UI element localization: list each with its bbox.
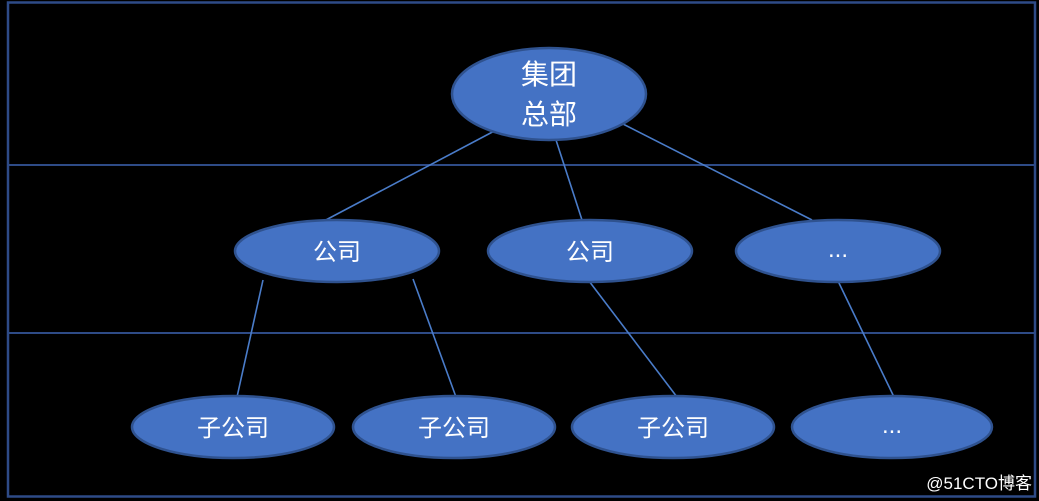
node-group-subsidiary-1: 子公司 bbox=[130, 394, 336, 460]
company-1-ellipse bbox=[233, 218, 441, 284]
headquarters-label-line1: 集团 bbox=[521, 59, 577, 90]
connector-layer bbox=[236, 122, 895, 398]
subsidiary-more-ellipse bbox=[790, 394, 994, 460]
node-group-company-more: ... bbox=[734, 218, 942, 284]
headquarters-label-line2: 总部 bbox=[521, 99, 577, 130]
headquarters-ellipse bbox=[450, 46, 648, 142]
company-more-label: ... bbox=[828, 236, 848, 263]
subsidiary-more-label: ... bbox=[882, 412, 902, 439]
node-group-company-1: 公司 bbox=[233, 218, 441, 284]
node-group-headquarters: 集团 总部 bbox=[450, 46, 648, 142]
diagram-frame bbox=[6, 1, 1037, 498]
company-more-ellipse bbox=[734, 218, 942, 284]
subsidiary-3-ellipse bbox=[570, 394, 776, 460]
subsidiary-1-ellipse bbox=[130, 394, 336, 460]
company-2-ellipse bbox=[486, 218, 694, 284]
subsidiary-2-label: 子公司 bbox=[418, 415, 490, 442]
subsidiary-1-label: 子公司 bbox=[197, 415, 269, 442]
connector-hq-companymore bbox=[620, 122, 813, 221]
subsidiary-2-ellipse bbox=[351, 394, 557, 460]
company-1-label: 公司 bbox=[313, 239, 361, 266]
subsidiary-3-label: 子公司 bbox=[637, 415, 709, 442]
connector-company2-subsidiary3 bbox=[588, 280, 678, 398]
connector-company1-subsidiary1 bbox=[236, 279, 264, 398]
node-group-subsidiary-2: 子公司 bbox=[351, 394, 557, 460]
connector-hq-company2 bbox=[555, 139, 583, 221]
connector-hq-company1 bbox=[321, 127, 501, 223]
node-group-subsidiary-3: 子公司 bbox=[570, 394, 776, 460]
node-group-company-2: 公司 bbox=[486, 218, 694, 284]
node-group-subsidiary-more: ... bbox=[790, 394, 994, 460]
company-2-label: 公司 bbox=[566, 239, 614, 266]
connector-company1-subsidiary2 bbox=[412, 278, 457, 398]
connector-companymore-subsidiarymore bbox=[837, 280, 895, 398]
watermark-51cto: @51CTO博客 bbox=[926, 474, 1032, 493]
